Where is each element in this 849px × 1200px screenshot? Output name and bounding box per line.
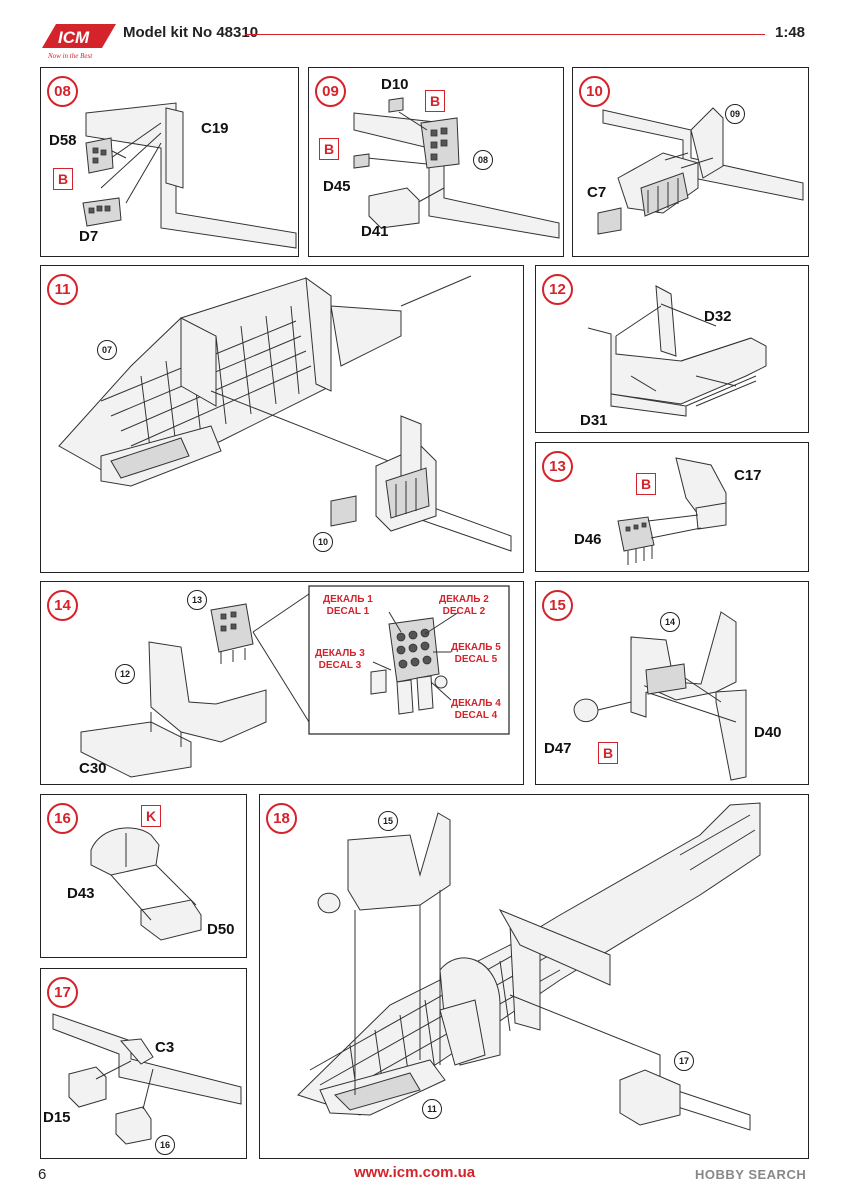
part-label: D10 (381, 76, 409, 93)
color-ref-box: B (319, 138, 339, 160)
step-number: 11 (47, 274, 78, 305)
part-label: D40 (754, 724, 782, 741)
step-12-panel: 12 D32 D31 (535, 265, 809, 433)
subassembly-ref: 16 (155, 1135, 175, 1155)
step-number: 12 (542, 274, 573, 305)
part-label: D45 (323, 178, 351, 195)
step-15-panel: 15 14 D40 D47 B (535, 581, 809, 785)
subassembly-ref: 13 (187, 590, 207, 610)
step-number: 14 (47, 590, 78, 621)
step-10-panel: 10 09 C7 (572, 67, 809, 257)
subassembly-ref: 17 (674, 1051, 694, 1071)
part-label: C30 (79, 760, 107, 777)
subassembly-ref: 12 (115, 664, 135, 684)
part-label: D15 (43, 1109, 71, 1126)
website-link[interactable]: www.icm.com.ua (354, 1164, 476, 1181)
color-ref-box: B (598, 742, 618, 764)
part-label: D43 (67, 885, 95, 902)
step-number: 18 (266, 803, 297, 834)
step-number: 15 (542, 590, 573, 621)
step-number: 08 (47, 76, 78, 107)
step-08-panel: 08 D58 C19 B D7 (40, 67, 299, 257)
step-09-panel: 09 D10 B B 08 D45 D41 (308, 67, 564, 257)
page-header: ICM Now in the Best Model kit No 48310 1… (0, 0, 849, 60)
step-16-panel: 16 K D43 D50 (40, 794, 247, 958)
icm-logo: ICM Now in the Best (38, 18, 118, 60)
step-18-panel: 18 15 17 11 (259, 794, 809, 1159)
part-label: D50 (207, 921, 235, 938)
step-13-panel: 13 B C17 D46 (535, 442, 809, 572)
part-label: D31 (580, 412, 608, 429)
subassembly-ref: 08 (473, 150, 493, 170)
part-label: D7 (79, 228, 99, 245)
subassembly-ref: 11 (422, 1099, 442, 1119)
kit-scale: 1:48 (775, 24, 806, 41)
subassembly-ref: 09 (725, 104, 745, 124)
step-number: 17 (47, 977, 78, 1008)
watermark: HOBBY SEARCH (695, 1167, 807, 1182)
part-label: D41 (361, 223, 389, 240)
part-label: D58 (49, 132, 77, 149)
part-label: D46 (574, 531, 602, 548)
page-number: 6 (38, 1166, 47, 1183)
header-divider (245, 34, 765, 35)
subassembly-ref: 07 (97, 340, 117, 360)
part-label: D47 (544, 740, 572, 757)
part-label: C3 (155, 1039, 175, 1056)
part-label: C7 (587, 184, 607, 201)
color-ref-box: K (141, 805, 161, 827)
part-label: D32 (704, 308, 732, 325)
logo-text: ICM (58, 28, 90, 47)
kit-title: Model kit No 48310 (123, 24, 259, 41)
subassembly-ref: 14 (660, 612, 680, 632)
color-ref-box: B (425, 90, 445, 112)
step-number: 09 (315, 76, 346, 107)
part-label: C19 (201, 120, 229, 137)
step-number: 16 (47, 803, 78, 834)
step-17-panel: 17 C3 D15 16 (40, 968, 247, 1159)
step-11-panel: 11 07 10 (40, 265, 524, 573)
color-ref-box: B (636, 473, 656, 495)
step-number: 10 (579, 76, 610, 107)
subassembly-ref: 10 (313, 532, 333, 552)
step-number: 13 (542, 451, 573, 482)
color-ref-box: B (53, 168, 73, 190)
part-label: C17 (734, 467, 762, 484)
subassembly-ref: 15 (378, 811, 398, 831)
logo-slogan: Now in the Best (47, 52, 93, 60)
